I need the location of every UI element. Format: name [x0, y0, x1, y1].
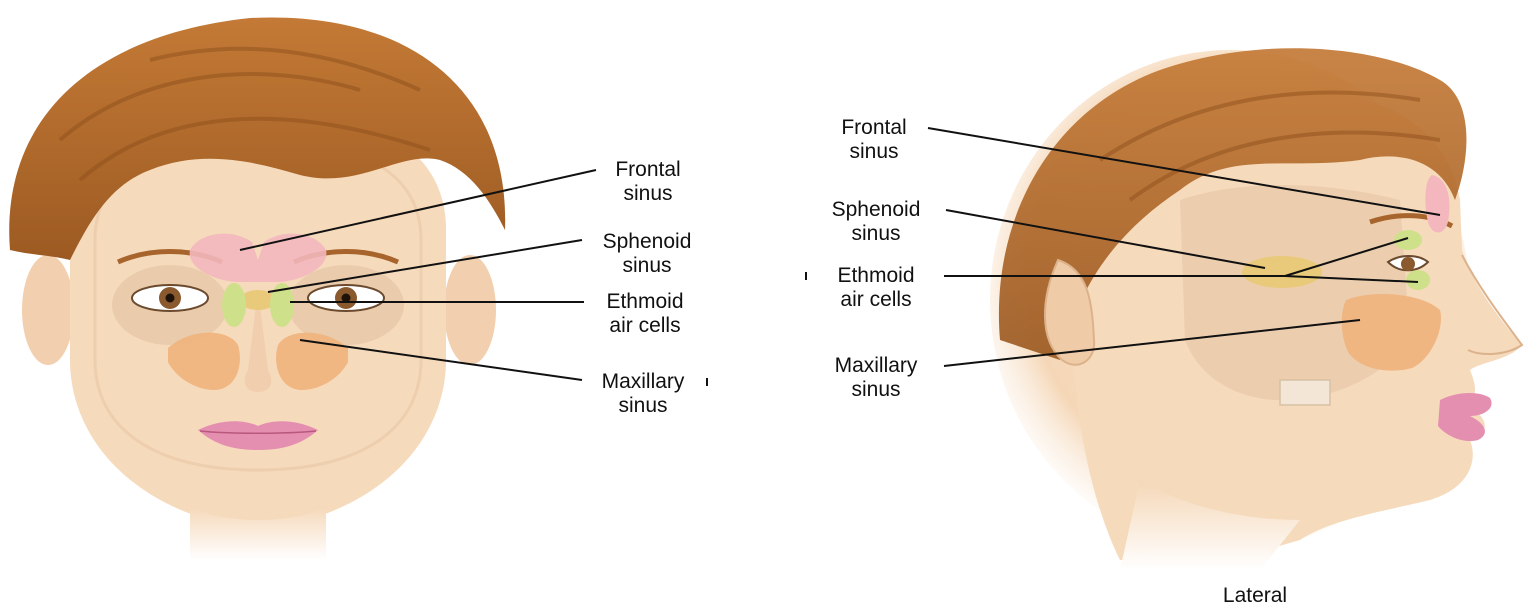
lateral-view-caption: Lateral: [1200, 584, 1310, 608]
anterior-ethmoid-left: [222, 283, 246, 327]
lateral-frontal-line1: Frontal: [822, 116, 926, 140]
lateral-ethmoid-label: Ethmoid air cells: [814, 264, 938, 312]
anterior-maxillary-line2: sinus: [584, 394, 702, 418]
lateral-sphenoid-sinus: [1242, 256, 1322, 288]
lateral-sphenoid-line1: Sphenoid: [808, 198, 944, 222]
anterior-ethmoid-line2: air cells: [586, 314, 704, 338]
anterior-ethmoid-label: Ethmoid air cells: [586, 290, 704, 338]
lateral-frontal-label: Frontal sinus: [822, 116, 926, 164]
left-ear: [22, 255, 74, 365]
anterior-head: [9, 17, 505, 560]
lateral-sphenoid-line2: sinus: [808, 222, 944, 246]
anterior-sphenoid-label: Sphenoid sinus: [582, 230, 712, 278]
anterior-frontal-label: Frontal sinus: [598, 158, 698, 206]
anterior-sphenoid-line2: sinus: [582, 254, 712, 278]
lateral-ethmoid-line1: Ethmoid: [814, 264, 938, 288]
anterior-frontal-line2: sinus: [598, 182, 698, 206]
lateral-head: [990, 48, 1522, 570]
lateral-sphenoid-label: Sphenoid sinus: [808, 198, 944, 246]
lateral-maxillary-label: Maxillary sinus: [812, 354, 940, 402]
anterior-ethmoid-line1: Ethmoid: [586, 290, 704, 314]
anterior-maxillary-label: Maxillary sinus: [584, 370, 702, 418]
anterior-frontal-line1: Frontal: [598, 158, 698, 182]
anterior-maxillary-line1: Maxillary: [584, 370, 702, 394]
lateral-maxillary-line2: sinus: [812, 378, 940, 402]
lateral-ethmoid-line2: air cells: [814, 288, 938, 312]
lateral-ethmoid-lower: [1406, 270, 1430, 290]
lateral-maxillary-line1: Maxillary: [812, 354, 940, 378]
lateral-iris: [1401, 257, 1415, 271]
right-ear: [444, 255, 496, 365]
left-pupil: [166, 294, 175, 303]
anterior-sphenoid-line1: Sphenoid: [582, 230, 712, 254]
lateral-frontal-line2: sinus: [822, 140, 926, 164]
lateral-teeth: [1280, 380, 1330, 405]
